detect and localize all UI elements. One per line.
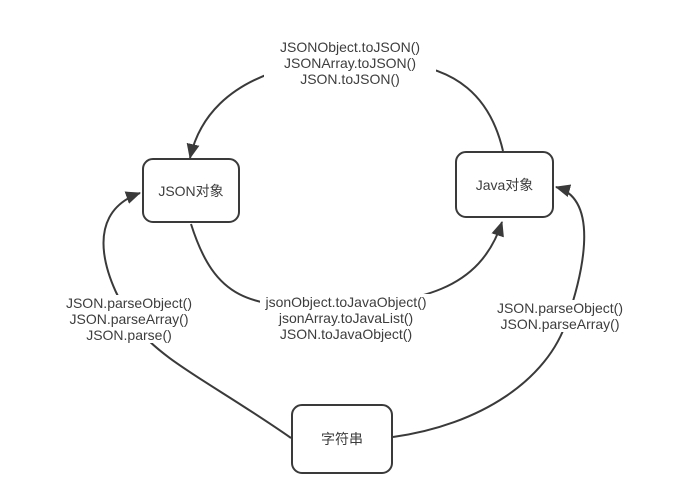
edge-label-parse-to-java: JSON.parseObject() JSON.parseArray(): [484, 300, 636, 332]
edge-label-to-json: JSONObject.toJSON() JSONArray.toJSON() J…: [264, 39, 436, 87]
method-label: jsonObject.toJavaObject(): [265, 294, 427, 310]
method-label: JSONObject.toJSON(): [279, 39, 421, 55]
method-label: JSON.toJSON(): [300, 71, 400, 87]
node-string: 字符串: [291, 404, 393, 474]
edge-label-to-java: jsonObject.toJavaObject() jsonArray.toJa…: [260, 294, 432, 342]
node-label: 字符串: [321, 431, 363, 447]
edge-label-parse-to-json: JSON.parseObject() JSON.parseArray() JSO…: [53, 295, 205, 343]
method-label: JSON.parseArray(): [500, 316, 620, 332]
node-label: JSON对象: [158, 182, 224, 199]
method-label: JSON.parseArray(): [69, 311, 189, 327]
method-label: JSON.parseObject(): [496, 300, 624, 316]
node-label: Java对象: [475, 176, 534, 193]
method-label: JSON.toJavaObject(): [279, 326, 413, 342]
node-json-object: JSON对象: [142, 158, 240, 223]
method-label: JSON.parseObject(): [65, 295, 193, 311]
node-java-object: Java对象: [455, 151, 554, 218]
method-label: jsonArray.toJavaList(): [278, 310, 414, 326]
method-label: JSONArray.toJSON(): [284, 55, 416, 71]
method-label: JSON.parse(): [86, 327, 172, 343]
